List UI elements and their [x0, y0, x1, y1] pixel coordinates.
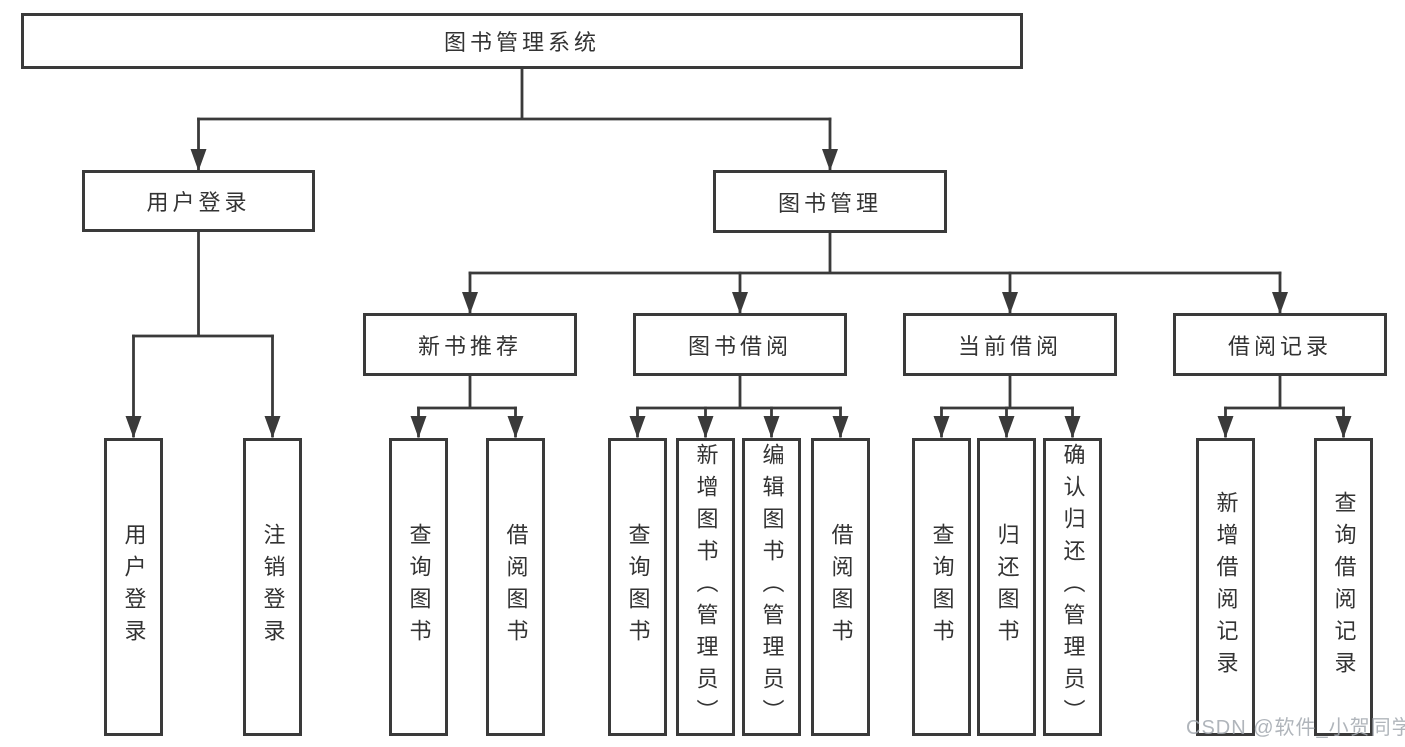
leaf-logout: 注销登录 — [243, 438, 302, 736]
edge-book-management-split — [468, 230, 1282, 275]
leaf-add-book-admin: 新增图书（管理员） — [676, 438, 735, 736]
leaf-query-borrow-record: 查询借阅记录 — [1314, 438, 1373, 736]
leaf-return-books: 归还图书 — [977, 438, 1036, 736]
node-library-management-system: 图书管理系统 — [21, 13, 1023, 69]
edge-book-borrow-split — [636, 374, 842, 410]
node-user-login-group: 用户登录 — [82, 170, 315, 232]
node-new-book-recommendation: 新书推荐 — [363, 313, 577, 376]
leaf-confirm-return-admin: 确认归还（管理员） — [1043, 438, 1102, 736]
edge-user-login-split — [132, 230, 274, 338]
edge-root-split — [197, 67, 832, 121]
edge-borrow-record-split — [1224, 374, 1345, 410]
edge-new-book-split — [417, 374, 517, 410]
leaf-query-books-3: 查询图书 — [912, 438, 971, 736]
leaf-query-books-2: 查询图书 — [608, 438, 667, 736]
node-book-borrowing: 图书借阅 — [633, 313, 847, 376]
leaf-borrow-books-2: 借阅图书 — [811, 438, 870, 736]
node-current-borrowing: 当前借阅 — [903, 313, 1117, 376]
leaf-add-borrow-record: 新增借阅记录 — [1196, 438, 1255, 736]
node-book-management: 图书管理 — [713, 170, 947, 233]
node-borrowing-records: 借阅记录 — [1173, 313, 1387, 376]
leaf-query-books-1: 查询图书 — [389, 438, 448, 736]
edge-current-borrow-split — [940, 374, 1074, 410]
arrow-drops — [125, 117, 1352, 438]
leaf-user-login: 用户登录 — [104, 438, 163, 736]
leaf-edit-book-admin: 编辑图书（管理员） — [742, 438, 801, 736]
csdn-watermark: CSDN @软件_小贺同学 — [1186, 717, 1405, 739]
leaf-borrow-books-1: 借阅图书 — [486, 438, 545, 736]
